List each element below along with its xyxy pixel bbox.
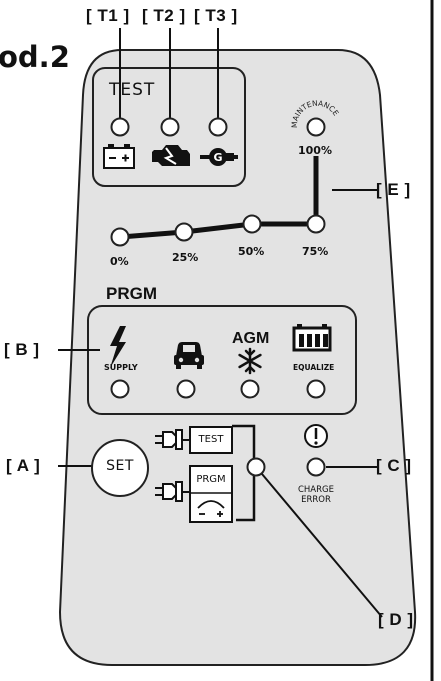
progress-led-25 — [174, 222, 194, 242]
mode-label-agm: AGM — [232, 330, 270, 347]
callout-e: [ E ] — [376, 180, 411, 199]
progress-label-50: 50% — [238, 245, 265, 258]
prgm-led-car — [176, 379, 196, 399]
test-title: TEST — [109, 80, 156, 100]
prgm-led-agm — [240, 379, 260, 399]
callout-t2: [ T2 ] — [142, 6, 186, 25]
callout-a: [ A ] — [6, 456, 41, 475]
prgm-panel-frame — [87, 305, 357, 415]
svg-text:G: G — [213, 151, 222, 164]
callout-c: [ C ] — [376, 456, 412, 475]
battery-icon — [103, 144, 135, 169]
test-box — [189, 426, 233, 454]
prgm-title: PRGM — [106, 284, 157, 303]
lightning-icon — [110, 326, 126, 368]
charge-error-line1: CHARGE — [297, 485, 334, 495]
progress-label-100: 100% — [298, 144, 332, 157]
engine-icon — [152, 145, 190, 166]
progress-label-75: 75% — [302, 245, 329, 258]
test-led-alternator — [208, 117, 228, 137]
prgm-led-supply — [110, 379, 130, 399]
set-button[interactable]: SET — [106, 458, 134, 474]
progress-label-0: 0% — [110, 255, 129, 268]
snowflake-icon — [238, 347, 262, 375]
plug-icon — [155, 429, 190, 450]
mode-led — [246, 457, 266, 477]
prgm-led-equalize — [306, 379, 326, 399]
plug-icon-2 — [155, 481, 190, 502]
test-led-battery — [110, 117, 130, 137]
callout-t1: [ T1 ] — [86, 6, 130, 25]
battery-cells-icon — [292, 324, 332, 352]
callout-t3: [ T3 ] — [194, 6, 238, 25]
car-icon — [174, 342, 204, 369]
test-box-label: TEST — [198, 434, 224, 445]
mode-label-equalize: EQUALIZE — [293, 363, 335, 372]
callout-b: [ B ] — [4, 340, 40, 359]
alternator-icon: G — [200, 148, 238, 166]
charge-error-line2: ERROR — [301, 495, 331, 505]
model-heading: od.2 — [0, 40, 70, 74]
progress-led-100 — [306, 117, 326, 137]
prgm-box — [189, 465, 233, 523]
progress-led-75 — [306, 214, 326, 234]
prgm-box-label: PRGM — [196, 474, 226, 485]
charge-error-led — [306, 457, 326, 477]
set-button-shape — [91, 439, 149, 497]
mode-label-supply: SUPPLY — [104, 363, 138, 372]
callout-d: [ D ] — [378, 610, 414, 629]
progress-led-0 — [110, 227, 130, 247]
progress-led-50 — [242, 214, 262, 234]
progress-label-25: 25% — [172, 251, 199, 264]
test-led-engine — [160, 117, 180, 137]
